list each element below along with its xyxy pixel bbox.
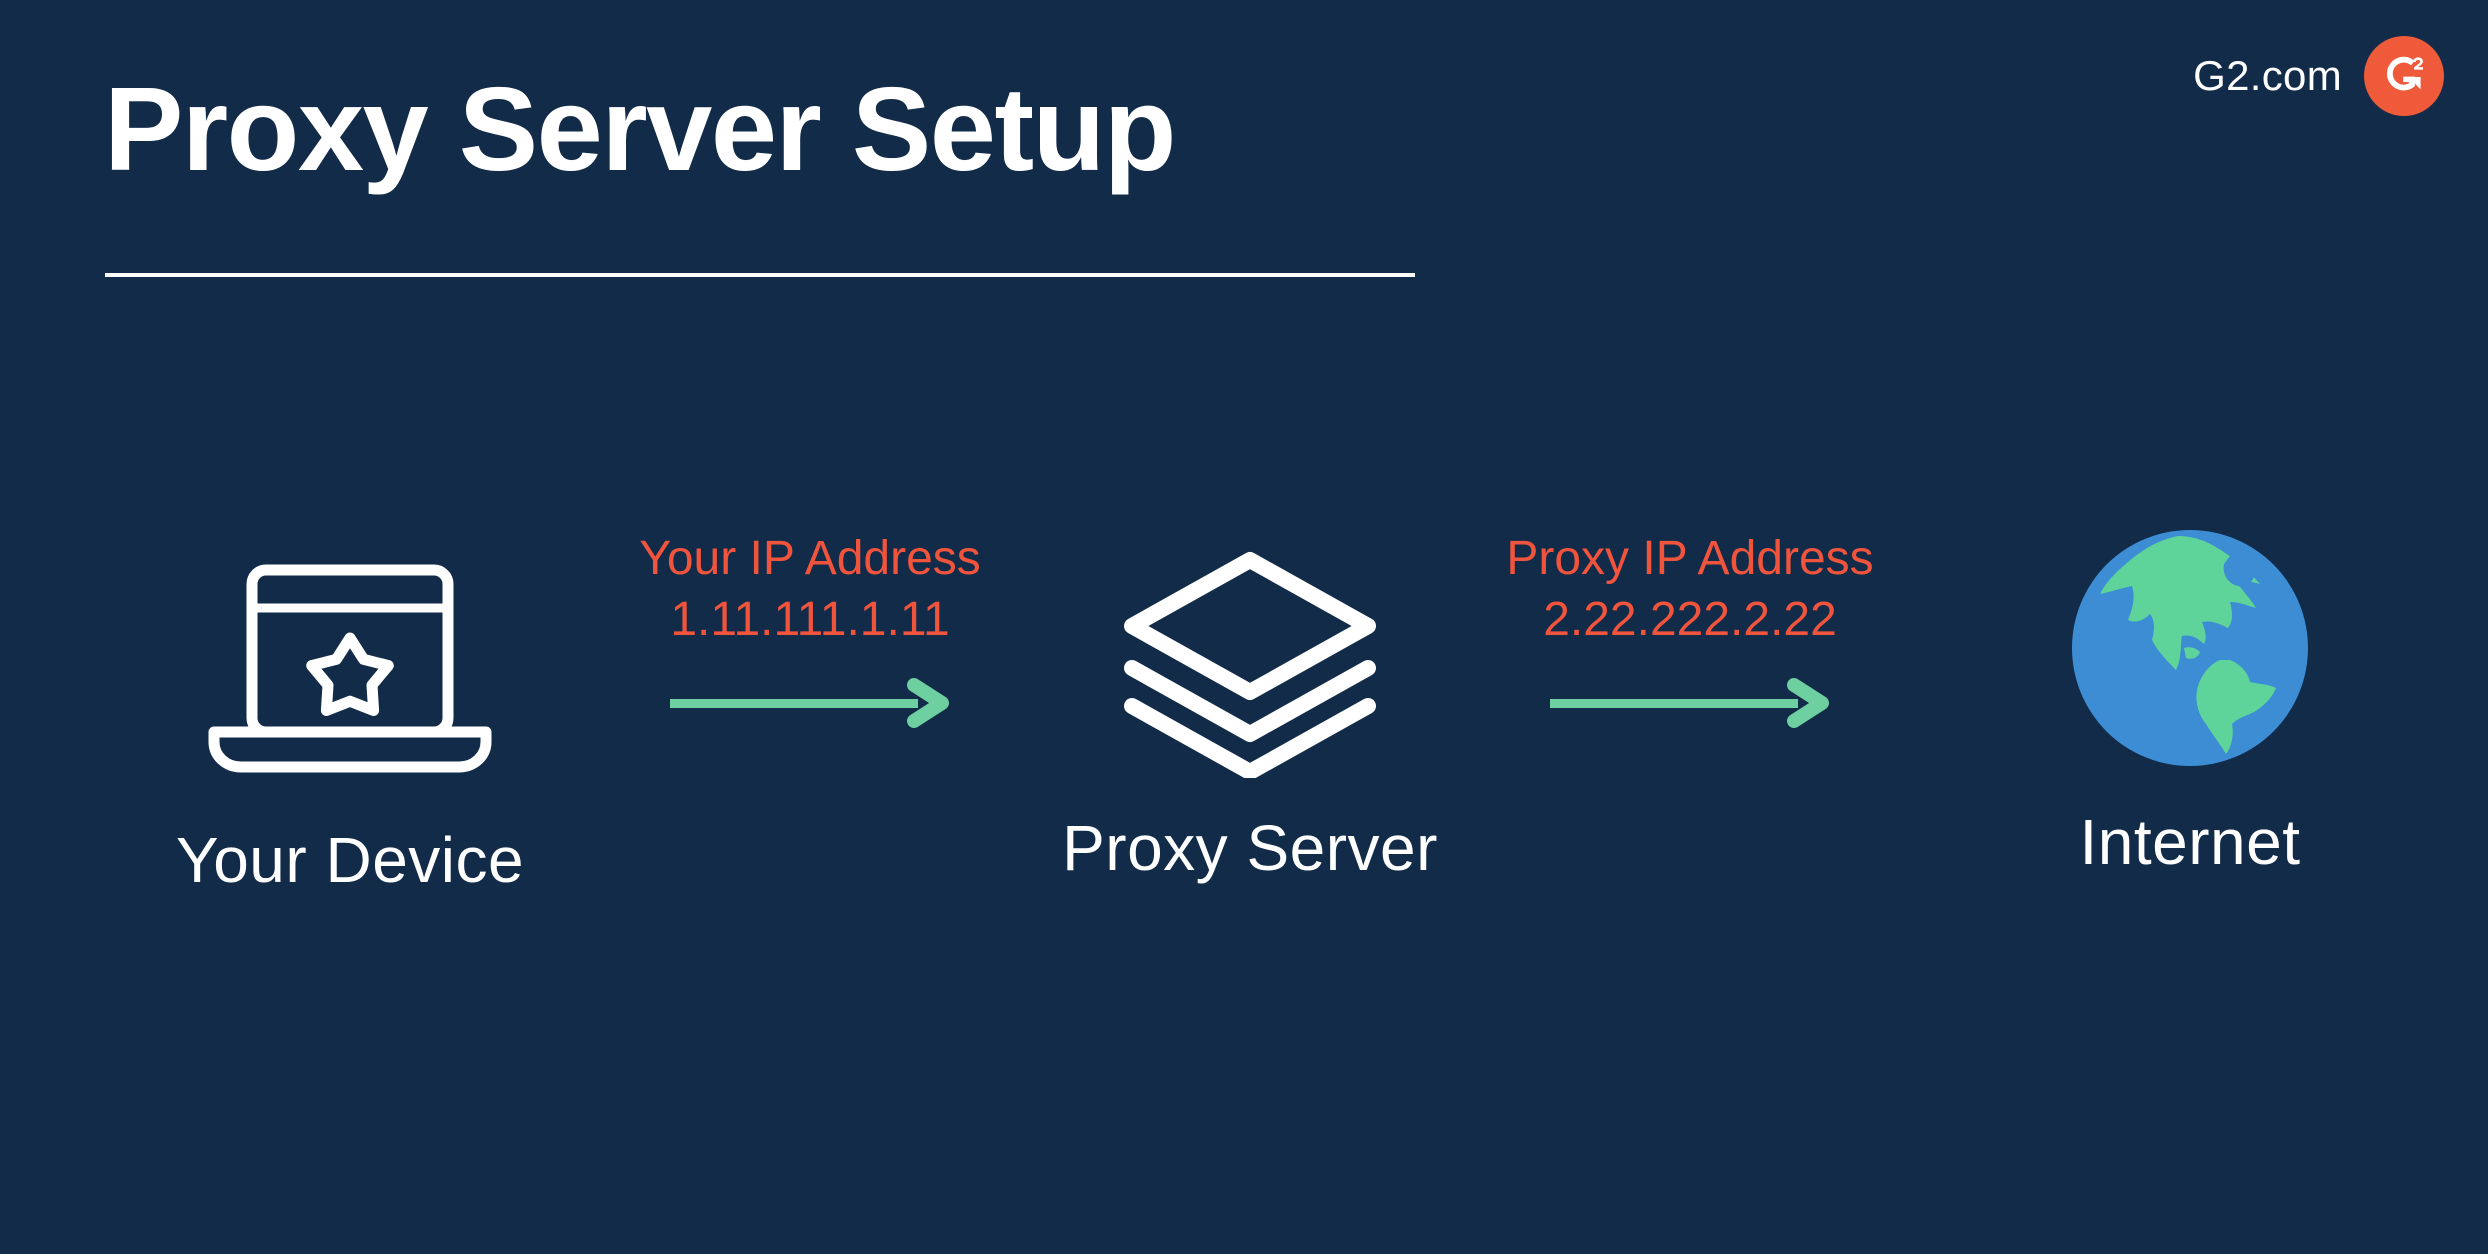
flow-node-proxy-label: Proxy Server [1062,812,1438,884]
flow-node-device: Your Device [0,560,700,892]
flow-node-proxy: Proxy Server [900,548,1600,880]
globe-icon [2070,528,2310,768]
flow-link-device-to-proxy-value: 1.11.111.1.11 [670,593,950,647]
layers-stack-icon [1120,548,1380,778]
arrow-right-icon [1550,677,1830,734]
flow-node-internet: Internet [1840,528,2488,874]
brand-lockup: G2.com [2193,36,2444,116]
brand-name: G2.com [2193,52,2342,99]
flow-link-proxy-to-internet-title: Proxy IP Address [1506,532,1874,585]
flow-link-proxy-to-internet-value: 2.22.222.2.22 [1543,593,1837,647]
flow-link-device-to-proxy-title: Your IP Address [639,532,981,585]
flow-node-internet-label: Internet [2079,806,2301,878]
laptop-star-icon [200,560,500,780]
flow-node-device-label: Your Device [175,824,525,896]
arrow-right-icon [670,677,950,734]
page-title: Proxy Server Setup [104,63,1176,196]
g2-logo-icon [2364,36,2444,116]
title-underline [105,273,1415,277]
flow-link-proxy-to-internet: Proxy IP Address 2.22.222.2.22 [1440,528,1940,734]
flow-link-device-to-proxy: Your IP Address 1.11.111.1.11 [560,528,1060,734]
